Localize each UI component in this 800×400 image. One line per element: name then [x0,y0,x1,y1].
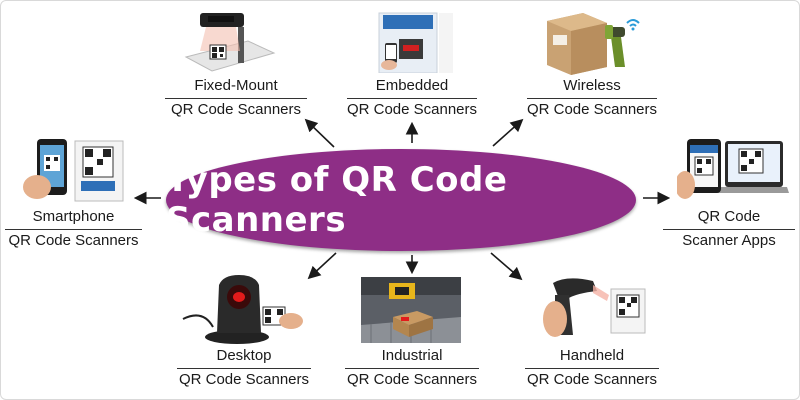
node-fixed-mount-subtitle: QR Code Scanners [170,101,302,118]
arrow-handheld [490,252,523,281]
arrow-desktop [307,252,337,280]
node-fixed-mount: Fixed-Mount QR Code Scanners [161,77,311,121]
node-wireless: Wireless QR Code Scanners [521,77,663,121]
node-desktop-subtitle: QR Code Scanners [178,371,310,388]
industrial-scanner-icon [361,277,461,343]
node-apps-title: QR Code [697,208,761,225]
wireless-scanner-icon [541,11,645,75]
node-industrial: Industrial QR Code Scanners [341,347,483,391]
node-desktop: Desktop QR Code Scanners [173,347,315,391]
kiosk-scanner-icon [373,11,455,73]
smartphone-scan-icon [15,137,127,205]
node-smartphone: Smartphone QR Code Scanners [1,208,146,252]
node-embedded-subtitle: QR Code Scanners [346,101,478,118]
center-title-ellipse: Types of QR Code Scanners [166,149,636,251]
node-embedded: Embedded QR Code Scanners [341,77,483,121]
node-smartphone-title: Smartphone [32,208,115,225]
node-wireless-subtitle: QR Code Scanners [526,101,658,118]
desktop-scanner-icon [181,273,305,345]
node-apps: QR Code Scanner Apps [663,208,795,252]
fixed-mount-scanner-icon [178,7,278,73]
center-title: Types of QR Code Scanners [166,160,508,240]
handheld-scanner-icon [533,273,653,345]
node-industrial-subtitle: QR Code Scanners [346,371,478,388]
arrow-wireless [492,118,524,147]
node-handheld: Handheld QR Code Scanners [521,347,663,391]
node-handheld-subtitle: QR Code Scanners [526,371,658,388]
node-handheld-title: Handheld [559,347,625,364]
node-smartphone-subtitle: QR Code Scanners [8,232,139,249]
node-apps-subtitle: Scanner Apps [682,232,776,249]
node-embedded-title: Embedded [375,77,449,94]
node-industrial-title: Industrial [381,347,443,364]
node-desktop-title: Desktop [216,347,272,364]
arrow-fixed-mount [304,118,335,148]
node-fixed-mount-title: Fixed-Mount [194,77,278,94]
scanner-app-icon [677,137,789,203]
node-wireless-title: Wireless [563,77,621,94]
